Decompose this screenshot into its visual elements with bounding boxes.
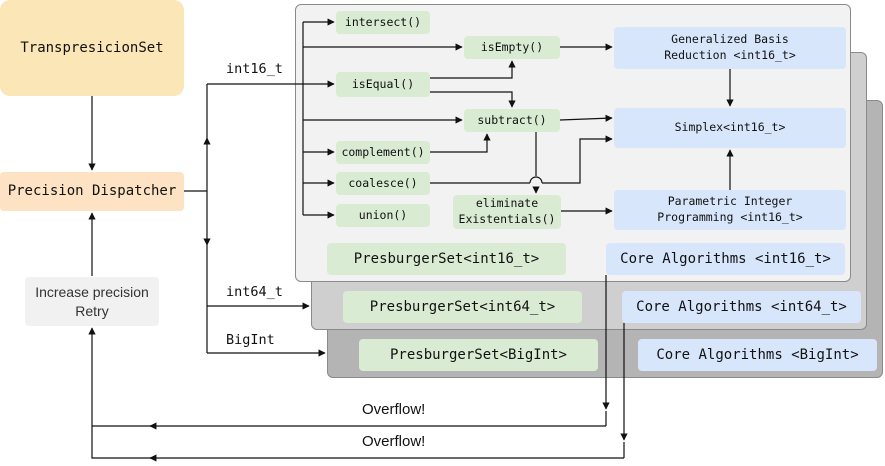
core-algorithms-int64-label: Core Algorithms <int64_t>: [636, 298, 847, 315]
presburger-set-bigint-label: PresburgerSet<BigInt>: [389, 346, 567, 363]
precision-dispatcher-label: Precision Dispatcher: [7, 183, 177, 200]
wire-overflow-return: [88, 327, 152, 459]
path-label-bigint: BigInt: [226, 332, 275, 348]
op-isempty-label: isEmpty(): [480, 39, 544, 54]
op-isequal: isEqual(): [336, 72, 430, 97]
algo-gbr-line2: Reduction <int16_t>: [664, 48, 796, 62]
presburger-set-int64: PresburgerSet<int64_t>: [343, 291, 582, 323]
op-eliminate-label: eliminate: [475, 196, 539, 211]
path-label-int16: int16_t: [226, 61, 283, 77]
transprecision-set-box: TranspresicionSet: [0, 0, 184, 96]
retry-label: Retry: [75, 302, 109, 319]
increase-precision-box: Increase precision Retry: [25, 277, 159, 326]
presburger-set-bigint: PresburgerSet<BigInt>: [359, 339, 598, 371]
op-isempty: isEmpty(): [464, 36, 560, 59]
op-union: union(): [336, 204, 430, 227]
increase-precision-label: Increase precision: [35, 283, 149, 300]
transprecision-set-label: TranspresicionSet: [20, 39, 164, 56]
op-intersect-label: intersect(): [344, 14, 422, 29]
op-subtract: subtract(): [464, 109, 560, 132]
overflow-label-2: Overflow!: [362, 433, 426, 450]
algo-simplex: Simplex<int16_t>: [614, 108, 846, 148]
core-algorithms-int16: Core Algorithms <int16_t>: [606, 243, 845, 275]
overflow-label-1: Overflow!: [362, 401, 426, 418]
algo-gbr-line1: Generalized Basis: [671, 32, 789, 47]
presburger-set-int16: PresburgerSet<int16_t>: [327, 243, 566, 275]
core-algorithms-int16-label: Core Algorithms <int16_t>: [620, 250, 831, 267]
op-coalesce: coalesce(): [336, 172, 430, 195]
op-isequal-label: isEqual(): [351, 76, 415, 91]
core-algorithms-bigint: Core Algorithms <BigInt>: [638, 339, 877, 371]
op-intersect: intersect(): [336, 11, 430, 34]
op-eliminate-existentials: eliminate Existentials(): [453, 195, 561, 229]
op-complement: complement(): [336, 141, 430, 164]
op-subtract-label: subtract(): [477, 112, 547, 127]
core-algorithms-bigint-label: Core Algorithms <BigInt>: [656, 346, 859, 363]
op-coalesce-label: coalesce(): [348, 175, 418, 190]
op-complement-label: complement(): [341, 144, 425, 159]
op-existentials-label: Existentials(): [458, 212, 556, 226]
algo-simplex-label: Simplex<int16_t>: [674, 120, 786, 135]
algo-generalized-basis-reduction: Generalized Basis Reduction <int16_t>: [614, 27, 846, 69]
presburger-set-int16-label: PresburgerSet<int16_t>: [353, 250, 540, 267]
algo-pip-line1: Parametric Integer: [667, 194, 793, 209]
presburger-set-int64-label: PresburgerSet<int64_t>: [369, 298, 556, 315]
algo-parametric-integer-programming: Parametric Integer Programming <int16_t>: [614, 190, 846, 230]
algo-pip-line2: Programming <int16_t>: [657, 210, 803, 224]
path-label-int64: int64_t: [226, 284, 283, 300]
core-algorithms-int64: Core Algorithms <int64_t>: [622, 291, 861, 323]
op-union-label: union(): [358, 207, 408, 222]
precision-dispatcher-box: Precision Dispatcher: [0, 172, 184, 211]
